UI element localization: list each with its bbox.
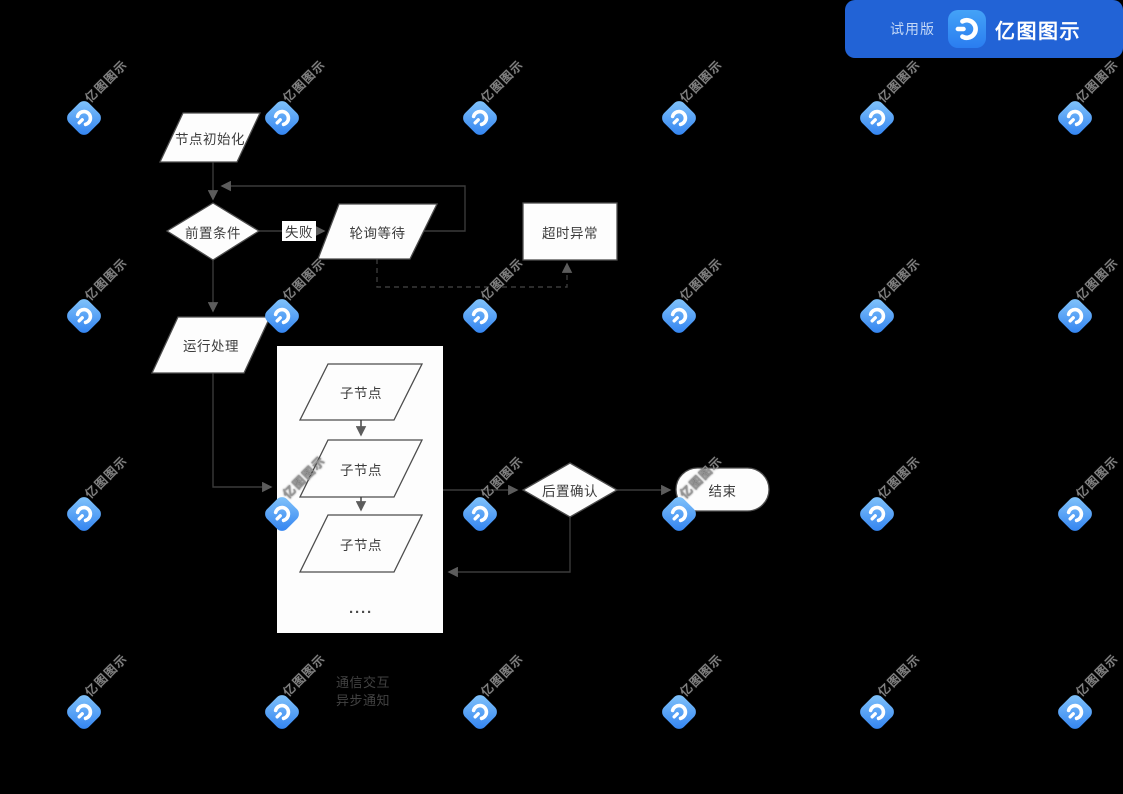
node-label-child3: 子节点 <box>340 537 382 553</box>
node-shape-child2[interactable] <box>298 439 424 498</box>
node-label-poll-wait: 轮询等待 <box>349 225 406 241</box>
legend-async-notify: 异步通知 <box>336 693 391 708</box>
node-label-ellipsis: ···· <box>349 603 373 621</box>
node-label-precondition: 前置条件 <box>185 225 241 241</box>
edge-label-fail[interactable]: 失败 <box>282 221 316 241</box>
node-label-run: 运行处理 <box>183 339 239 354</box>
legend-communication: 通信交互 <box>336 675 391 690</box>
edge-confirm-loop-to-container <box>447 517 571 578</box>
node-shape-child1[interactable] <box>298 363 424 421</box>
node-shape-run[interactable] <box>150 316 272 374</box>
trial-banner[interactable]: 试用版 亿图图示 <box>845 0 1123 58</box>
edge-pollwait-loop-back <box>220 180 466 232</box>
node-label-timeout: 超时异常 <box>542 225 598 241</box>
node-shape-confirm[interactable] <box>521 462 619 518</box>
node-label-child2: 子节点 <box>340 462 382 478</box>
node-shape-init[interactable] <box>158 112 262 163</box>
brand-name: 亿图图示 <box>995 20 1081 43</box>
node-shape-poll-wait[interactable] <box>317 203 439 260</box>
trial-label: 试用版 <box>890 21 935 37</box>
node-label-end: 结束 <box>708 483 737 499</box>
node-label-init: 节点初始化 <box>175 131 245 147</box>
node-label-confirm: 后置确认 <box>542 484 598 499</box>
edge-run-to-container <box>212 373 273 493</box>
node-shape-timeout[interactable] <box>522 202 618 261</box>
node-shape-child3[interactable] <box>298 514 424 573</box>
edraw-app-icon <box>948 10 986 48</box>
edge-pollwait-to-timeout-dashed <box>376 259 573 288</box>
node-shape-end[interactable] <box>675 467 770 512</box>
node-label-child1: 子节点 <box>340 386 382 401</box>
node-shape-precondition[interactable] <box>165 202 261 261</box>
